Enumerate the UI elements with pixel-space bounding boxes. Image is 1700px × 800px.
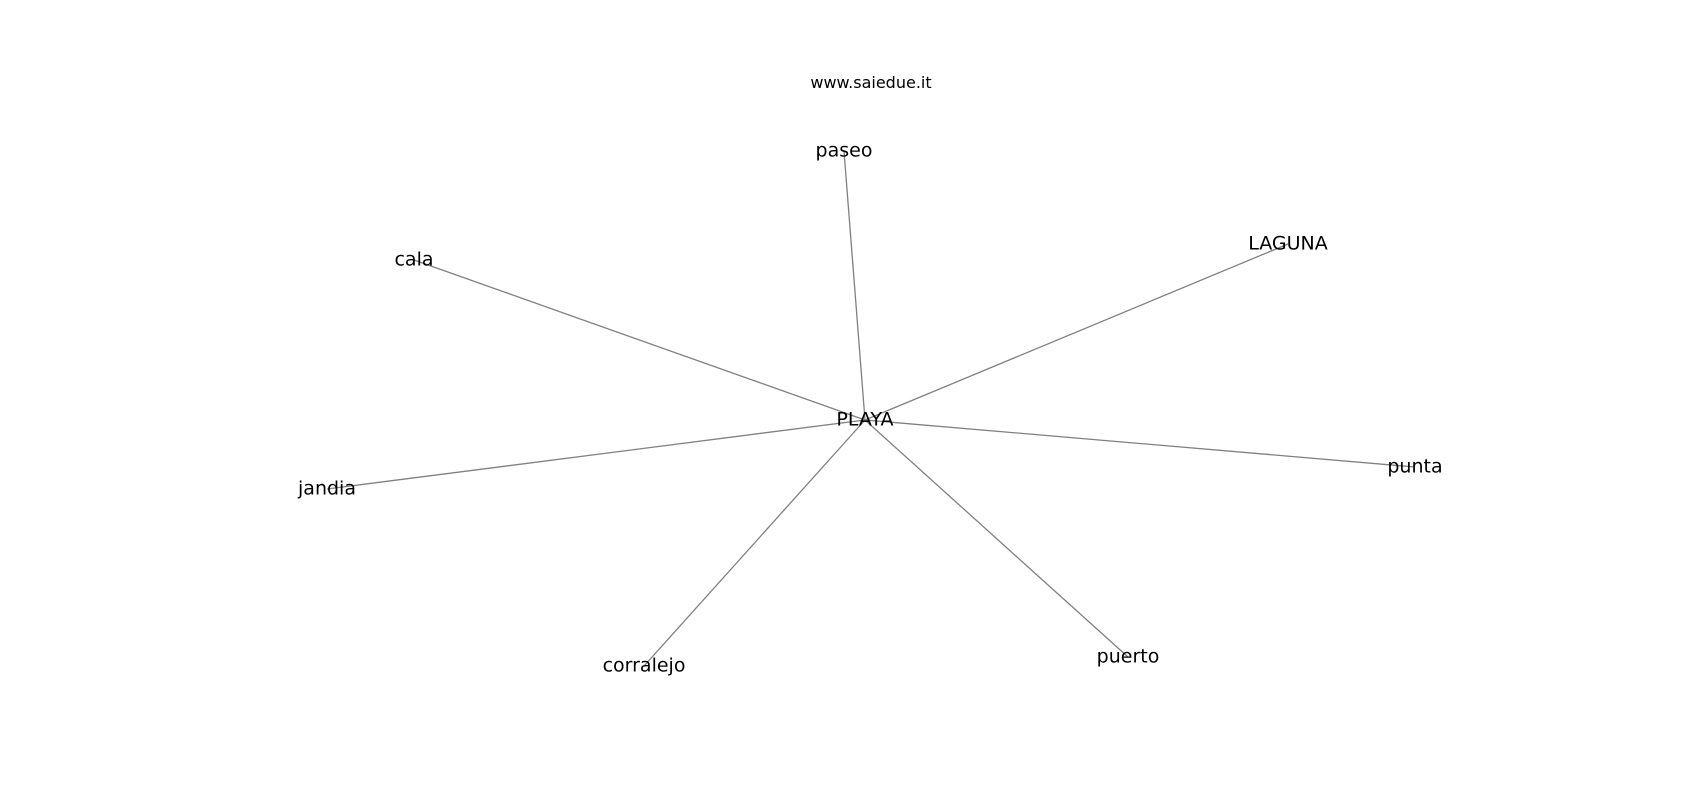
watermark: www.saiedue.it	[810, 73, 931, 92]
edges	[326, 150, 1416, 667]
node-label-paseo: paseo	[816, 140, 873, 162]
node-label-punta: punta	[1387, 456, 1442, 478]
node-label-puerto: puerto	[1097, 646, 1160, 668]
edge-playa-cala	[413, 259, 866, 421]
node-label-cala: cala	[394, 249, 433, 271]
node-label-laguna: LAGUNA	[1248, 233, 1328, 255]
node-label-playa: PLAYA	[836, 409, 893, 431]
edge-playa-puerto	[864, 419, 1129, 658]
edge-playa-punta	[864, 419, 1416, 468]
node-label-corralejo: corralejo	[603, 655, 686, 677]
edge-playa-laguna	[864, 243, 1289, 421]
edge-playa-paseo	[843, 150, 866, 421]
edge-playa-corralejo	[643, 419, 866, 667]
node-label-jandia: jandia	[297, 478, 356, 500]
edge-playa-jandia	[326, 419, 866, 490]
